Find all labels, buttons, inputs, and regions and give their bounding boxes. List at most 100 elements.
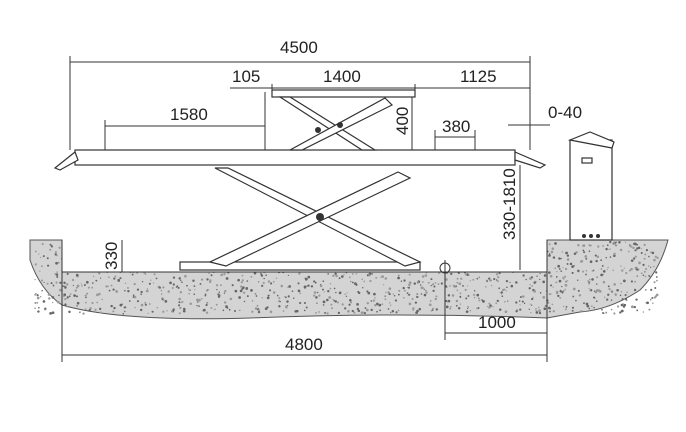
ground-speckle [206, 278, 209, 281]
ground-speckle [636, 243, 639, 246]
ground-speckle [654, 287, 657, 289]
ground-speckle [644, 253, 647, 256]
ground-speckle [96, 293, 99, 297]
ground-speckle [456, 281, 459, 284]
ground-speckle [353, 311, 356, 314]
ground-speckle [628, 244, 632, 247]
ground-speckle [556, 271, 558, 273]
ground-speckle [303, 309, 306, 312]
ground-speckle [63, 281, 66, 285]
ground-speckle [261, 284, 264, 287]
front-ramp [514, 151, 547, 169]
ground-speckle [438, 272, 441, 275]
ground-speckle [343, 273, 345, 276]
dim-pit-to-control: 1000 [478, 313, 516, 332]
ground-speckle [613, 283, 616, 286]
ground-speckle [650, 299, 652, 301]
ground-speckle [357, 291, 361, 295]
ground-speckle [552, 310, 555, 313]
ground-speckle [99, 277, 102, 279]
ground-speckle [592, 269, 595, 272]
ground-speckle [145, 289, 149, 293]
ground-speckle [631, 245, 633, 247]
ground-speckle [132, 294, 135, 297]
ground-speckle [424, 289, 427, 292]
ground-speckle [408, 293, 411, 296]
ground-speckle [548, 243, 551, 246]
ground-speckle [644, 275, 647, 278]
ground-speckle [98, 292, 101, 296]
ground-speckle [76, 305, 78, 307]
ground-speckle [56, 300, 60, 304]
ground-speckle [49, 248, 52, 251]
ground-speckle [515, 281, 518, 284]
ground-speckle [59, 288, 62, 292]
dim-front-extension: 1125 [460, 67, 497, 86]
ground-speckle [147, 312, 149, 314]
ground-speckle [346, 292, 348, 294]
ground-speckle [323, 291, 325, 293]
ground-speckle [56, 254, 58, 257]
ground-speckle [575, 299, 577, 302]
ground-speckle [329, 287, 332, 290]
ground-speckle [333, 299, 336, 302]
ground-speckle [559, 296, 562, 299]
ground-speckle [276, 294, 279, 297]
ground-speckle [431, 309, 434, 311]
ground-speckle [39, 296, 42, 298]
ground-speckle [602, 273, 604, 276]
ground-speckle [251, 300, 254, 302]
ground-speckle [49, 243, 52, 246]
ground-speckle [181, 281, 183, 284]
ground-speckle [41, 265, 43, 267]
ground-speckle [609, 256, 612, 258]
ground-speckle [34, 263, 37, 266]
ground-speckle [245, 287, 249, 290]
ground-speckle [650, 288, 653, 291]
ground-speckle [408, 273, 411, 276]
ground-speckle [482, 300, 485, 303]
ground-speckle [341, 303, 344, 306]
ground-speckle [167, 290, 170, 293]
ground-speckle [64, 286, 67, 289]
ground-speckle [582, 244, 586, 247]
ground-speckle [465, 297, 468, 300]
ground-speckle [264, 307, 268, 311]
ground-speckle [573, 252, 577, 256]
ground-speckle [626, 291, 628, 294]
ground-speckle [447, 294, 451, 297]
ground-speckle [113, 277, 116, 280]
ground-speckle [364, 307, 367, 309]
ground-speckle [415, 311, 418, 315]
ground-speckle [344, 293, 346, 296]
ground-speckle [332, 274, 335, 278]
ground [29, 239, 669, 320]
ground-speckle [37, 310, 40, 313]
ground-speckle [413, 282, 416, 285]
ground-speckle [613, 312, 616, 315]
ground-speckle [402, 296, 405, 299]
ground-speckle [204, 294, 207, 297]
ground-speckle [555, 290, 559, 294]
ground-speckle [200, 278, 204, 281]
ground-speckle [550, 284, 553, 287]
ground-speckle [456, 277, 459, 280]
ground-speckle [432, 283, 435, 286]
ground-speckle [603, 296, 606, 299]
ground-speckle [380, 276, 382, 278]
ground-speckle [477, 306, 480, 309]
ground-speckle [84, 308, 87, 311]
ground-speckle [171, 286, 174, 290]
ground-speckle [630, 305, 634, 309]
ground-speckle [59, 281, 62, 284]
ground-speckle [594, 254, 597, 257]
ground-speckle [144, 301, 147, 304]
ground-speckle [505, 290, 507, 292]
ground-speckle [577, 289, 580, 292]
ground-speckle [234, 309, 237, 312]
ground-speckle [349, 301, 353, 304]
ground-speckle [39, 256, 42, 259]
ground-speckle [351, 309, 354, 313]
ground-speckle [496, 299, 499, 303]
